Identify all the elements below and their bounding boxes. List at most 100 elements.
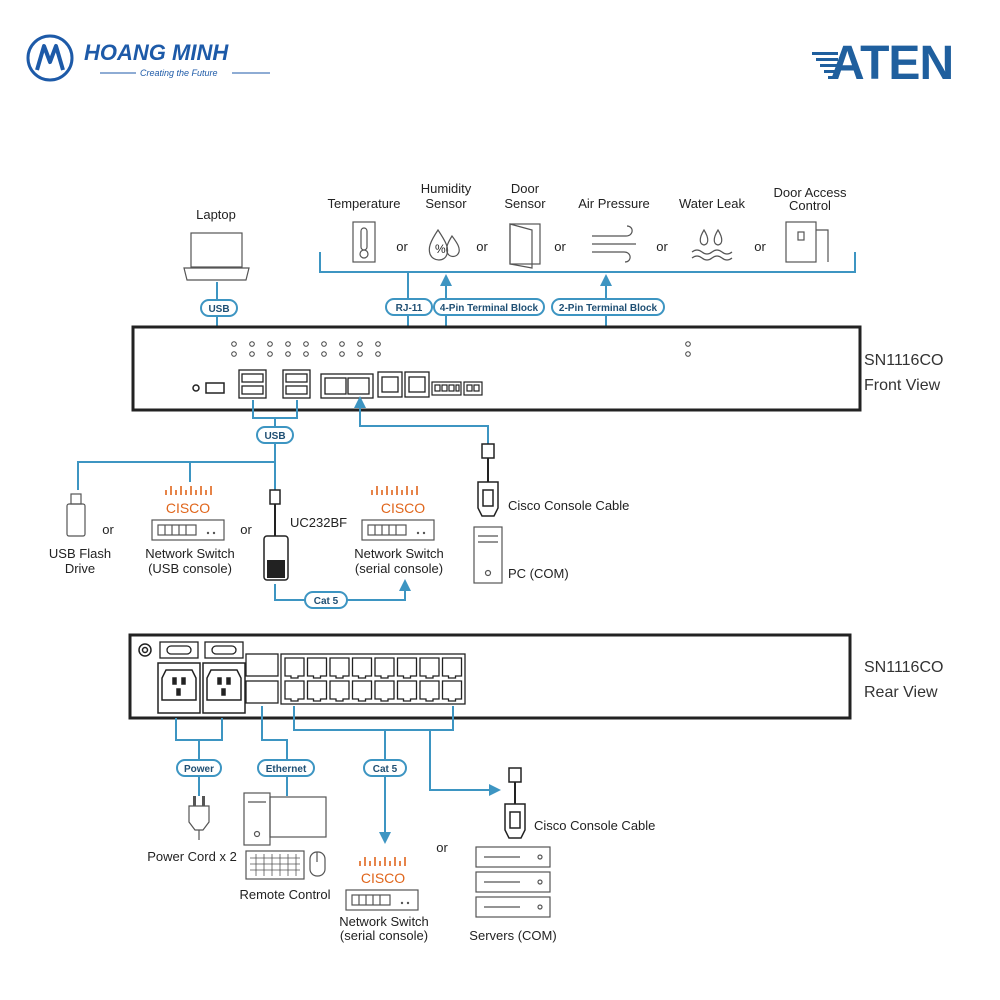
- laptop-label: Laptop: [196, 207, 236, 222]
- humidity-icon: %: [428, 228, 460, 261]
- servers-label: Servers (COM): [469, 928, 556, 943]
- cisco-console-cable-rear-label: Cisco Console Cable: [534, 818, 655, 833]
- terminal-block-4pin: [431, 381, 462, 396]
- svg-text:USB: USB: [208, 304, 229, 315]
- pc-com-label: PC (COM): [508, 566, 569, 581]
- rj45-port: [396, 680, 418, 702]
- air-pressure-icon: [592, 225, 636, 263]
- usb-port: [238, 369, 311, 399]
- rj45-port: [374, 680, 395, 702]
- aten-name: ATEN: [830, 37, 953, 90]
- svg-text:Cat 5: Cat 5: [373, 764, 398, 775]
- power-inlet: [157, 662, 246, 714]
- or-text: or: [436, 840, 448, 855]
- laptop-icon: Laptop: [183, 207, 250, 281]
- rj45-port: [351, 657, 373, 679]
- rj45-port-bank: [280, 653, 466, 705]
- pill-power: Power: [176, 759, 222, 777]
- svg-text:2-Pin Terminal Block: 2-Pin Terminal Block: [559, 303, 658, 314]
- device-rear-panel: [128, 633, 852, 720]
- cisco-console-cable-label: Cisco Console Cable: [508, 498, 629, 513]
- pill-usb-top: USB: [200, 299, 238, 317]
- rj45-port: [320, 373, 374, 399]
- sensor-bus: [319, 252, 856, 300]
- rj45-port: [441, 680, 463, 702]
- or-text: or: [102, 522, 114, 537]
- water-leak-icon: [691, 228, 733, 261]
- pill-cat5-rear: Cat 5: [363, 759, 407, 777]
- cisco-logo: CISCO: [165, 486, 212, 516]
- rj45-port: [284, 680, 305, 702]
- network-switch-icon: [151, 519, 225, 541]
- terminal-block-2pin: [463, 381, 483, 396]
- svg-text:4-Pin Terminal Block: 4-Pin Terminal Block: [440, 303, 539, 314]
- rj45-port: [374, 657, 395, 679]
- remote-control-pc-icon: [243, 792, 327, 880]
- power-switch: [159, 641, 244, 659]
- rear-model-label: SN1116CO: [864, 659, 943, 676]
- network-switch-serial-label: Network Switch(serial console): [354, 546, 444, 576]
- cisco-logo: CISCO: [371, 486, 425, 516]
- network-switch-icon: [345, 889, 419, 911]
- svg-text:Power: Power: [184, 764, 214, 775]
- sensor-label-air-pressure: Air Pressure: [578, 196, 650, 211]
- rj45-port: [419, 680, 440, 702]
- hoang-minh-name: HOANG MINH: [84, 40, 229, 65]
- svg-text:Ethernet: Ethernet: [266, 764, 307, 775]
- power-cord-label: Power Cord x 2: [147, 849, 237, 864]
- network-switch-icon: [361, 519, 435, 541]
- door-access-icon: [785, 221, 829, 263]
- pill-rj11: RJ-11: [385, 298, 433, 316]
- rear-view-label: Rear View: [864, 684, 938, 701]
- sensor-label-water-leak: Water Leak: [679, 196, 745, 211]
- rj45-port: [329, 680, 350, 702]
- led-grid: [231, 341, 691, 357]
- console-cable-icon: [504, 767, 526, 839]
- pill-cat5-front: Cat 5: [304, 591, 348, 609]
- or-text: or: [656, 239, 668, 254]
- thermometer-icon: [352, 221, 376, 263]
- or-text: or: [554, 239, 566, 254]
- remote-control-label: Remote Control: [239, 887, 330, 902]
- pc-tower-icon: [473, 526, 503, 584]
- cisco-logo: CISCO: [359, 857, 406, 886]
- device-front-panel: [131, 325, 862, 412]
- uc232bf-adapter-icon: [263, 489, 289, 581]
- rj45-port: [441, 657, 463, 679]
- pill-4pin-terminal: 4-Pin Terminal Block: [433, 298, 545, 316]
- svg-text:CISCO: CISCO: [361, 870, 405, 886]
- network-switch-serial-rear-label: Network Switch(serial console): [339, 914, 429, 943]
- network-switch-usb-label: Network Switch(USB console): [145, 546, 235, 576]
- rj11-port: [377, 371, 430, 398]
- rj45-port: [284, 657, 305, 679]
- console-cable-icon: [477, 443, 499, 517]
- aten-logo: ATEN: [812, 37, 954, 90]
- rj45-port: [329, 657, 350, 679]
- uc232bf-label: UC232BF: [290, 515, 347, 530]
- svg-text:USB: USB: [264, 431, 285, 442]
- svg-text:CISCO: CISCO: [381, 500, 425, 516]
- or-text: or: [754, 239, 766, 254]
- svg-text:RJ-11: RJ-11: [396, 303, 423, 314]
- power-plug-icon: [188, 796, 210, 840]
- svg-text:Cat 5: Cat 5: [314, 596, 339, 607]
- hoang-minh-tagline: Creating the Future: [140, 68, 218, 78]
- usb-flash-drive-icon: [66, 493, 86, 537]
- pill-ethernet: Ethernet: [257, 759, 315, 777]
- hoang-minh-logo: HOANG MINH Creating the Future: [26, 34, 270, 82]
- door-icon: [509, 223, 541, 269]
- sensor-label-temperature: Temperature: [328, 196, 401, 211]
- servers-icon: [475, 846, 551, 918]
- svg-text:CISCO: CISCO: [166, 500, 210, 516]
- or-text: or: [396, 239, 408, 254]
- rj45-port: [396, 657, 418, 679]
- pill-2pin-terminal: 2-Pin Terminal Block: [551, 298, 665, 316]
- rj45-port: [419, 657, 440, 679]
- rj45-port: [351, 680, 373, 702]
- front-view-label: Front View: [864, 377, 941, 394]
- pill-usb-bottom: USB: [256, 426, 294, 444]
